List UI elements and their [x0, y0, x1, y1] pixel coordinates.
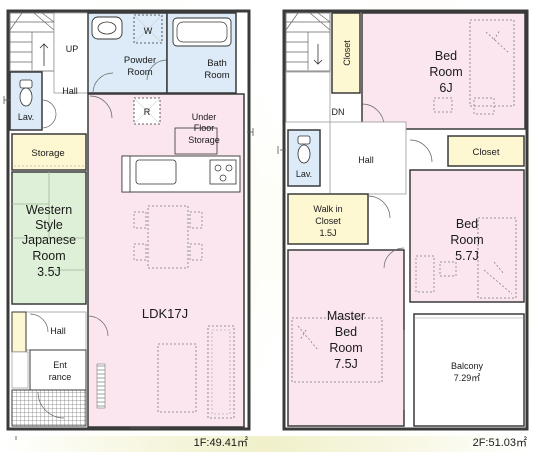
label-closet-top: Closet — [342, 40, 352, 66]
floor2-stairs — [285, 12, 331, 72]
sofa — [157, 343, 197, 413]
floor2-bedroom-5-7j — [409, 169, 525, 303]
bed-6j-bed — [469, 19, 515, 107]
floor2-closet-top — [331, 12, 361, 94]
label-western-4: Room — [32, 249, 65, 263]
label-storage: Storage — [31, 148, 64, 159]
bed-5-7j-bed — [477, 217, 517, 299]
floor1-ldk — [87, 93, 245, 428]
label-underfloor-3: Storage — [188, 135, 220, 145]
toilet-icon-2f — [297, 144, 311, 164]
floor1-area: 1F:49.41㎡ — [194, 436, 248, 449]
label-entrance-1: Ent — [53, 360, 67, 370]
label-bed57-3: 5.7J — [455, 249, 479, 263]
floor1: UP Hall Lav. W Powder Room Bath Room R U… — [3, 9, 330, 449]
label-balcony-2: 7.29㎡ — [454, 373, 481, 383]
label-bath-1: Bath — [207, 58, 227, 69]
floor1-japanese-room — [11, 171, 87, 305]
stove-icon — [209, 159, 237, 185]
label-lav-2f: Lav. — [296, 169, 312, 179]
label-walkin-2: Closet — [315, 216, 341, 226]
tv-board — [207, 325, 235, 419]
label-bath-2: Room — [204, 70, 229, 81]
floor1-storage — [11, 133, 87, 171]
label-closet-right: Closet — [473, 147, 500, 158]
floor2-bedroom-6j — [361, 12, 526, 130]
label-bed57-2: Room — [450, 233, 483, 247]
label-bed6-1: Bed — [435, 49, 457, 63]
washer-space — [133, 14, 163, 44]
floor1-entrance — [11, 349, 87, 427]
floor2-hall — [329, 121, 407, 195]
label-powder-1: Powder — [124, 55, 156, 66]
label-master-2: Bed — [335, 325, 357, 339]
underfloor-storage-hatch — [174, 127, 218, 155]
label-underfloor-2: Floor — [194, 123, 215, 133]
label-western-2: Style — [35, 218, 63, 232]
label-master-1: Master — [327, 309, 365, 323]
label-ldk: LDK17J — [142, 306, 188, 321]
label-hall-2f: Hall — [358, 155, 374, 165]
label-up: UP — [66, 44, 79, 54]
label-lav-1f: Lav. — [18, 112, 34, 122]
label-western-3: Japanese — [22, 233, 76, 247]
floor1-lavatory — [9, 71, 57, 131]
floor2: Closet Bed Room 6J DN Hall Lav. Closet W… — [277, 9, 529, 449]
toilet-icon — [19, 87, 33, 107]
floor2-closet-right — [447, 135, 525, 167]
label-underfloor-1: Under — [192, 112, 217, 122]
bottom-strip — [0, 436, 533, 452]
label-w-mark: W — [144, 26, 153, 36]
label-hall-top: Hall — [62, 86, 78, 96]
master-bed — [291, 317, 383, 383]
floor2-lavatory — [287, 129, 321, 187]
floor1-stairs — [9, 12, 55, 72]
label-bed57-1: Bed — [456, 217, 478, 231]
label-entrance-2: rance — [49, 372, 72, 382]
label-bed6-3: 6J — [439, 81, 452, 95]
label-walkin-3: 1.5J — [319, 228, 336, 238]
label-walkin-1: Walk in — [313, 204, 342, 214]
floor2-master-bedroom — [287, 247, 405, 427]
label-powder-2: Room — [127, 67, 152, 78]
label-western-1: Western — [26, 203, 72, 217]
label-bed6-2: Room — [429, 65, 462, 79]
floor2-area: 2F:51.03㎡ — [473, 436, 527, 449]
floor2-walkin-closet — [287, 193, 369, 245]
floor2-balcony — [413, 313, 525, 427]
label-dn: DN — [332, 107, 345, 117]
floor1-bath-room — [166, 12, 237, 94]
floor-heater — [96, 363, 106, 409]
floor1-powder-room — [87, 12, 168, 94]
label-r-mark: R — [144, 107, 151, 117]
label-master-4: 7.5J — [334, 357, 358, 371]
label-master-3: Room — [329, 341, 362, 355]
bathtub-icon — [172, 17, 232, 47]
floor1-hall-top — [53, 12, 89, 94]
label-western-5: 3.5J — [37, 265, 61, 279]
dining-table — [147, 205, 189, 269]
label-balcony-1: Balcony — [451, 361, 484, 371]
kitchen-sink-icon — [135, 159, 177, 185]
label-hall-bottom: Hall — [50, 326, 66, 336]
